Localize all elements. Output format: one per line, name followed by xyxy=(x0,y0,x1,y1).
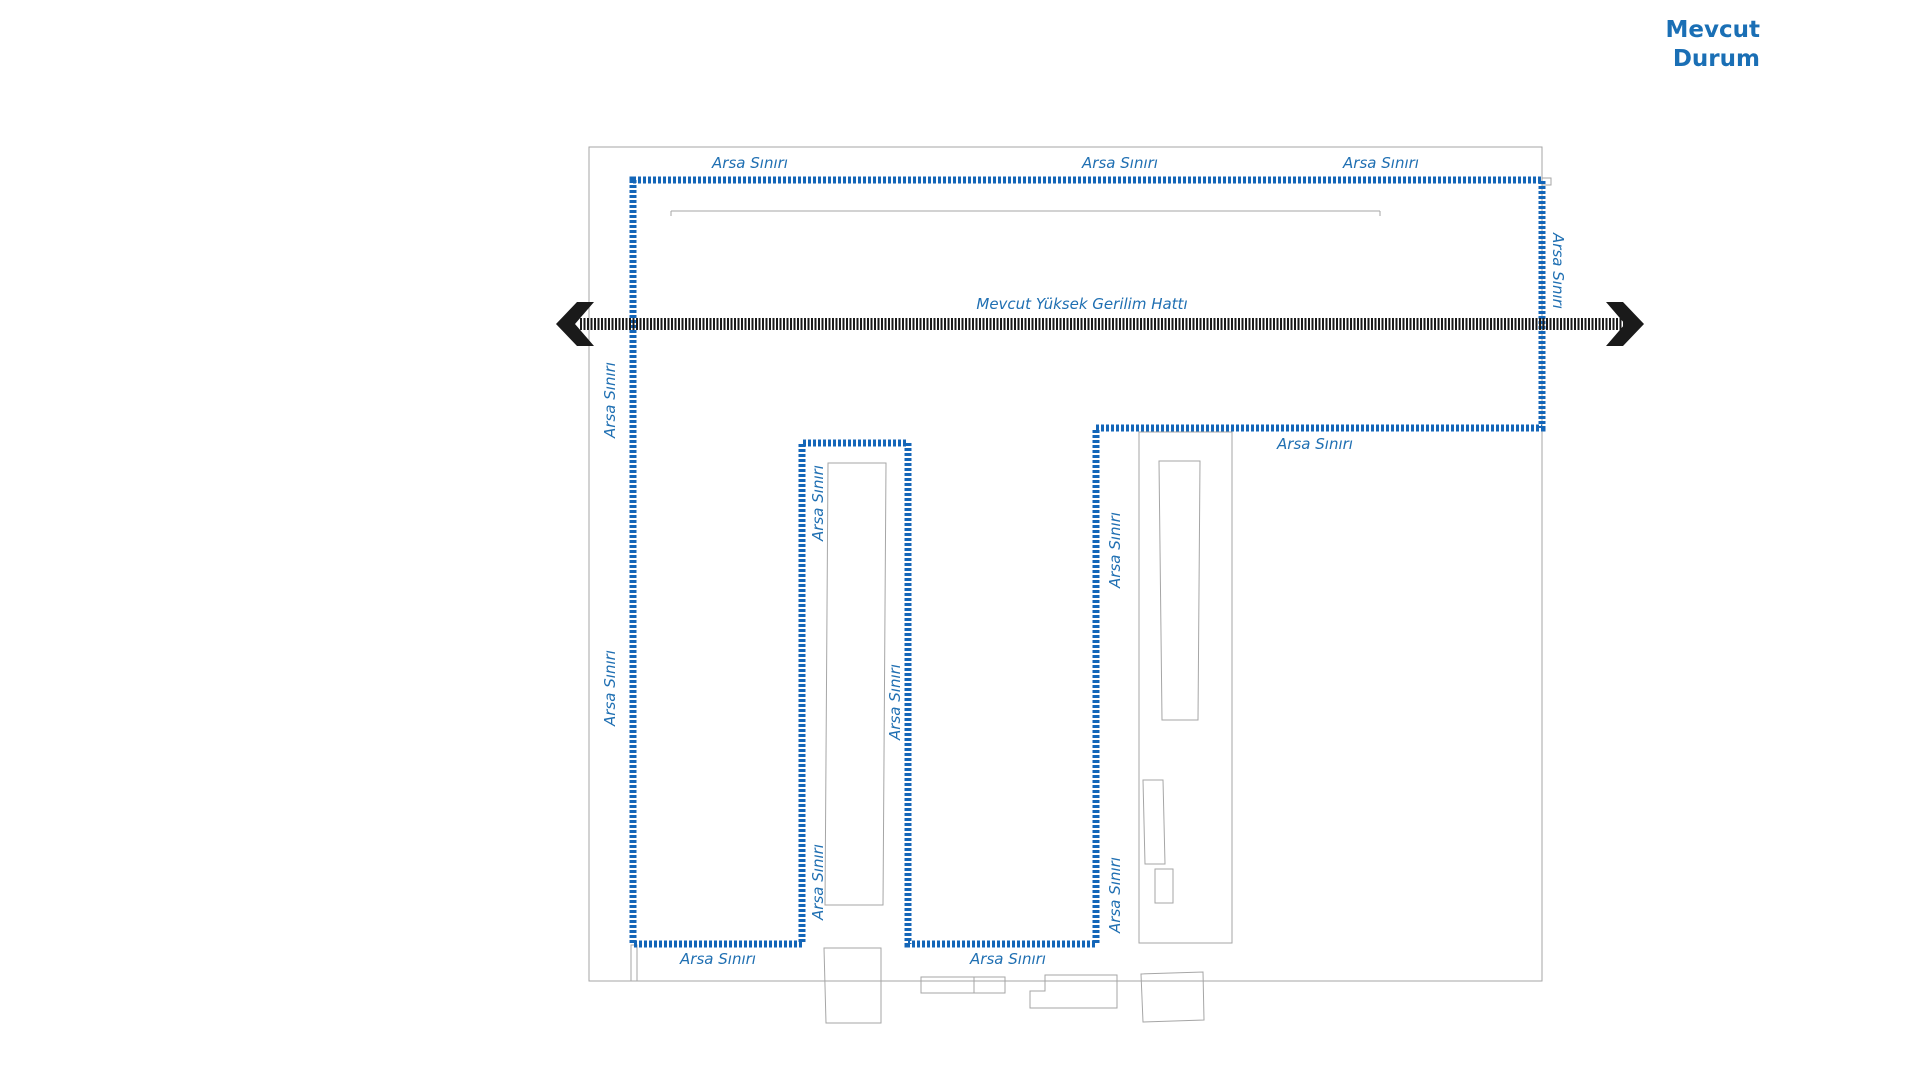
boundary-label-top-3: Arsa Sınırı xyxy=(1342,154,1419,172)
boundary-label-bottom-2: Arsa Sınırı xyxy=(969,950,1046,968)
boundary-label-strip-mid: Arsa Sınırı xyxy=(886,664,904,741)
map-title-line-1: Mevcut xyxy=(1665,17,1760,43)
bottom-building-1 xyxy=(823,947,882,1024)
east-lot-outline xyxy=(1138,431,1233,944)
context-outlines xyxy=(588,146,1552,1024)
boundary-labels: Arsa Sınırı Arsa Sınırı Arsa Sınırı Arsa… xyxy=(601,154,1567,968)
outer-site-outline xyxy=(588,146,1543,982)
boundary-label-left-2: Arsa Sınırı xyxy=(601,650,619,727)
bottom-building-2 xyxy=(920,976,1006,994)
boundary-label-top-1: Arsa Sınırı xyxy=(711,154,788,172)
map-title-line-2: Durum xyxy=(1672,46,1760,72)
boundary-label-bottom-1: Arsa Sınırı xyxy=(679,950,756,968)
boundary-label-top-2: Arsa Sınırı xyxy=(1081,154,1158,172)
boundary-label-step: Arsa Sınırı xyxy=(1276,435,1353,453)
long-building xyxy=(1158,460,1201,721)
site-boundary-line xyxy=(629,176,1546,948)
small-building-1 xyxy=(1142,779,1166,865)
bottom-building-4 xyxy=(1140,971,1205,1023)
inner-strip-building xyxy=(824,462,887,906)
power-line xyxy=(556,302,1644,346)
left-edge-stub xyxy=(630,944,638,982)
arrow-left-icon xyxy=(556,302,594,346)
bottom-building-3 xyxy=(1029,974,1118,1009)
boundary-label-east: Arsa Sınırı xyxy=(1106,512,1124,589)
map-title: Mevcut Durum xyxy=(1666,16,1760,74)
boundary-label-strip-top: Arsa Sınırı xyxy=(809,465,827,542)
boundary-label-left-1: Arsa Sınırı xyxy=(601,362,619,439)
small-building-2 xyxy=(1154,868,1174,904)
boundary-label-east-bottom: Arsa Sınırı xyxy=(1106,857,1124,934)
boundary-label-right: Arsa Sınırı xyxy=(1549,232,1567,309)
power-line-label: Mevcut Yüksek Gerilim Hattı xyxy=(976,295,1187,313)
boundary-label-strip-bottom: Arsa Sınırı xyxy=(809,844,827,921)
arrow-right-icon xyxy=(1606,302,1644,346)
